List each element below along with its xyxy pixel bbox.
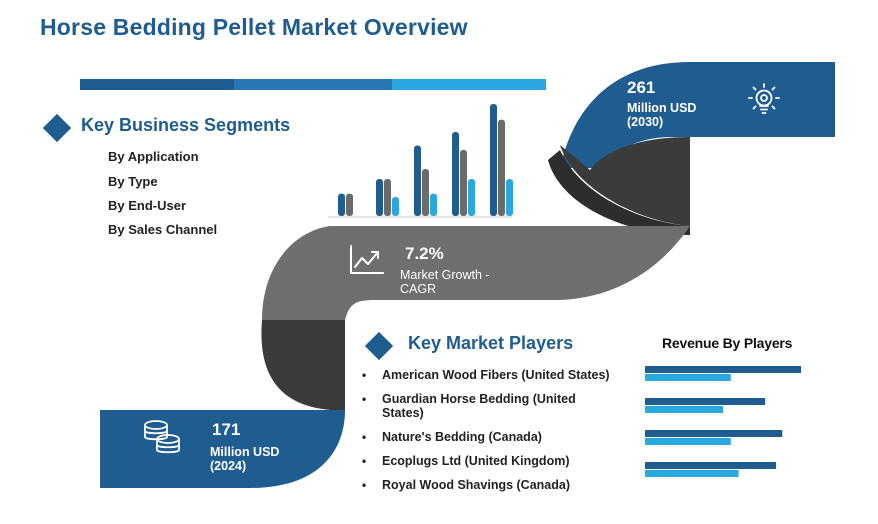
chart-bar [376, 179, 383, 216]
underline-segment-light [392, 79, 546, 90]
bullet-icon: • [362, 454, 367, 468]
trend-chart-icon [350, 245, 384, 274]
player-name: Nature's Bedding (Canada) [382, 430, 542, 444]
revenue-bar [645, 398, 766, 405]
revenue-bar [645, 462, 777, 469]
revenue-bar [645, 366, 801, 373]
revenue-bar [645, 430, 783, 437]
chart-bar [346, 193, 353, 216]
list-item: • Guardian Horse Bedding (United States) [362, 392, 612, 420]
revenue-bar-secondary [645, 374, 731, 381]
chart-bar [498, 119, 505, 216]
segment-item: By End-User [108, 198, 187, 213]
chart-bar [430, 193, 437, 216]
player-name: American Wood Fibers (United States) [382, 368, 610, 382]
stat-2030-year: (2030) [627, 115, 664, 129]
chart-bar [422, 168, 429, 216]
revenue-bar-secondary [645, 470, 739, 477]
players-title: Key Market Players [408, 333, 574, 353]
stat-2024-value: 171 [212, 420, 241, 439]
stat-2030-value: 261 [627, 78, 656, 97]
growth-label-cagr: CAGR [400, 282, 437, 296]
segment-item: By Sales Channel [108, 222, 218, 237]
chart-bar [384, 179, 391, 216]
chart-bar [414, 145, 421, 216]
underline-segment-mid [233, 79, 393, 90]
ribbon-upper-twist [560, 137, 690, 226]
coins-icon [144, 420, 180, 454]
players-list: • American Wood Fibers (United States) • G… [362, 368, 612, 502]
stat-2024-year: (2024) [210, 459, 247, 473]
diamond-icon [364, 331, 394, 361]
ribbon-lower-twist [261, 320, 345, 410]
segment-item: By Application [108, 149, 199, 164]
chart-bar [506, 179, 513, 216]
page-title: Horse Bedding Pellet Market Overview [40, 14, 468, 40]
segments-title: Key Business Segments [81, 115, 291, 135]
list-item: • Royal Wood Shavings (Canada) [362, 478, 612, 492]
stat-2030-unit: Million USD [627, 101, 697, 115]
player-name: Guardian Horse Bedding (United States) [382, 392, 576, 420]
ribbon-top-banner [560, 62, 835, 168]
revenue-bar-secondary [645, 406, 723, 413]
list-item: • American Wood Fibers (United States) [362, 368, 612, 382]
growth-label: Market Growth - [400, 268, 490, 282]
chart-bar [490, 104, 497, 216]
decorative-bar-chart [328, 104, 513, 218]
underline-segment-dark [80, 79, 234, 90]
revenue-title: Revenue By Players [662, 335, 793, 351]
bullet-icon: • [362, 368, 367, 382]
chart-bar [452, 132, 459, 216]
player-name: Ecoplugs Ltd (United Kingdom) [382, 454, 570, 468]
growth-value: 7.2% [405, 244, 444, 263]
ribbon-middle-band [262, 226, 690, 320]
player-name: Royal Wood Shavings (Canada) [382, 478, 570, 492]
list-item: • Nature's Bedding (Canada) [362, 430, 612, 444]
chart-bar [338, 193, 345, 216]
bullet-icon: • [362, 478, 367, 492]
revenue-bars [645, 366, 801, 477]
bullet-icon: • [362, 392, 367, 406]
chart-bar [392, 196, 399, 216]
chart-bar [460, 149, 467, 216]
title-underline-bar [80, 79, 546, 90]
segment-item: By Type [108, 174, 158, 189]
ribbon-bottom-banner [100, 410, 345, 488]
bullet-icon: • [362, 430, 367, 444]
diamond-icon [42, 113, 72, 143]
list-item: • Ecoplugs Ltd (United Kingdom) [362, 454, 612, 468]
chart-bar [468, 179, 475, 216]
stat-2024-unit: Million USD [210, 445, 280, 459]
revenue-bar-secondary [645, 438, 731, 445]
lightbulb-icon [748, 83, 780, 114]
